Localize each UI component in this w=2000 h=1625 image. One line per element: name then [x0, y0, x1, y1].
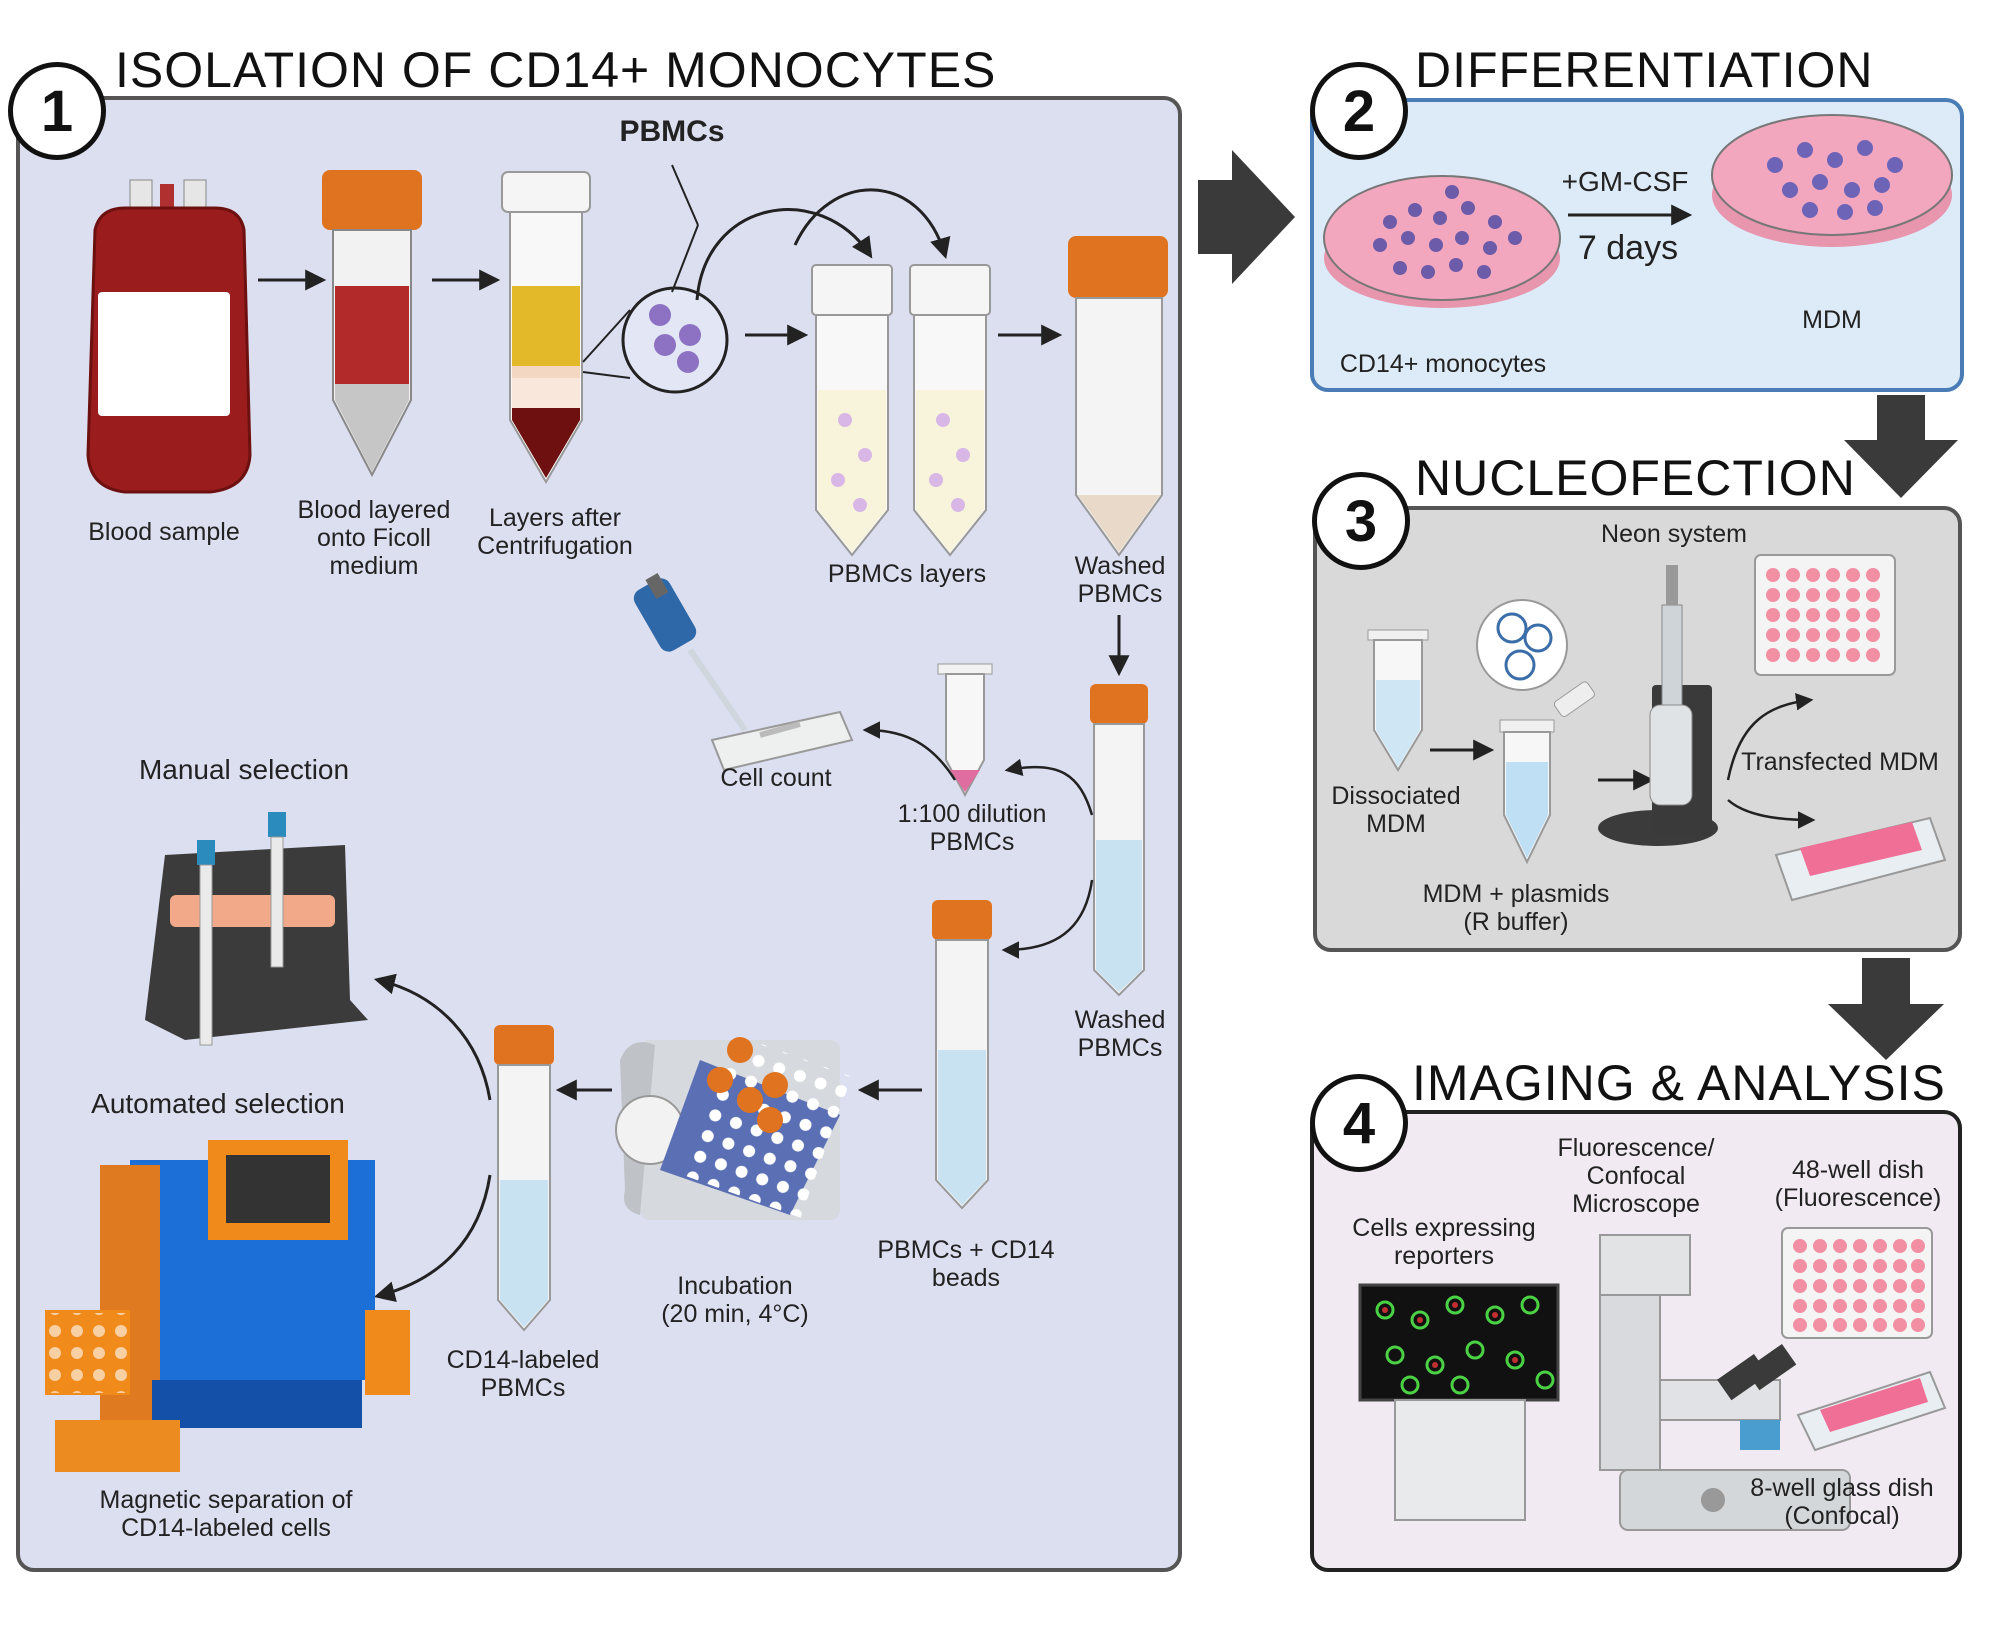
pipette-icon — [633, 572, 748, 732]
step-title-isolation: ISOLATION OF CD14+ MONOCYTES — [115, 42, 997, 98]
step-number-3: 3 — [1312, 472, 1410, 570]
label-mdm: MDM — [1802, 306, 1862, 334]
cd14-beads-tube-icon — [932, 900, 992, 1210]
ficoll-tube-icon — [322, 170, 422, 478]
label-cd14-monocytes: CD14+ monocytes — [1339, 350, 1547, 378]
petri-dish-monocytes-icon — [1323, 175, 1561, 308]
label-automated-selection: Automated selection — [91, 1088, 345, 1119]
label-seven-days: 7 days — [1577, 229, 1679, 267]
pbmc-layer-tubes-icon — [811, 264, 991, 557]
plasmid-zoom-icon — [1476, 599, 1568, 691]
slide-8-well-nucleofection-icon — [1774, 816, 1947, 902]
label-dish-48: 48-well dish(Fluorescence) — [1774, 1156, 1942, 1212]
hemocytometer-icon — [710, 710, 854, 772]
arrow-to-imaging — [1828, 958, 1944, 1060]
washed-tube-1-icon — [1068, 236, 1168, 557]
step-title-differentiation: DIFFERENTIATION — [1415, 42, 1874, 98]
dissociated-tube-icon — [1367, 629, 1429, 772]
magnet-stand-icon — [145, 812, 368, 1046]
microscope-icon — [1599, 1234, 1851, 1531]
step-number-2: 2 — [1310, 62, 1408, 160]
label-gm-csf: +GM-CSF — [1561, 166, 1689, 197]
label-incubation: Incubation(20 min, 4°C) — [661, 1272, 809, 1328]
step-title-nucleofection: NUCLEOFECTION — [1415, 450, 1856, 506]
label-transfected-mdm: Transfected MDM — [1741, 748, 1939, 776]
dilution-tube-icon — [937, 663, 993, 798]
step-number-1: 1 — [8, 62, 106, 160]
cd14-labeled-tube-icon — [494, 1025, 554, 1332]
label-neon-system: Neon system — [1601, 520, 1747, 548]
label-pbmcs-layers: PBMCs layers — [827, 560, 987, 588]
label-mdm-plasmids: MDM + plasmids(R buffer) — [1422, 880, 1610, 936]
label-pbmcs: PBMCs — [619, 115, 725, 148]
neon-system-icon — [1598, 565, 1718, 846]
blood-bag-icon — [86, 179, 252, 494]
label-blood-sample: Blood sample — [88, 518, 240, 546]
step-title-imaging: IMAGING & ANALYSIS — [1412, 1055, 1946, 1111]
arrow-to-differentiation — [1198, 150, 1295, 284]
label-cell-count: Cell count — [720, 764, 832, 792]
label-dish-8: 8-well glass dish(Confocal) — [1750, 1474, 1934, 1530]
step-number-4: 4 — [1310, 1074, 1408, 1172]
plasmid-tube-icon — [1499, 681, 1595, 865]
pbmc-zoom-icon — [582, 164, 729, 394]
plate-48-well-imaging-icon — [1781, 1227, 1933, 1339]
washed-tube-2-icon — [1090, 684, 1148, 997]
arrow-to-nucleofection — [1844, 395, 1958, 498]
label-manual-selection: Manual selection — [138, 754, 350, 785]
plate-48-well-nucleofection-icon — [1754, 554, 1896, 676]
automated-separator-icon — [45, 1140, 410, 1472]
petri-dish-mdm-icon — [1711, 114, 1953, 247]
rotator-icon — [615, 1032, 852, 1220]
reporter-cells-screen-icon — [1358, 1283, 1560, 1521]
centrifuged-tube-icon — [501, 171, 591, 484]
slide-8-well-imaging-icon — [1796, 1370, 1947, 1452]
